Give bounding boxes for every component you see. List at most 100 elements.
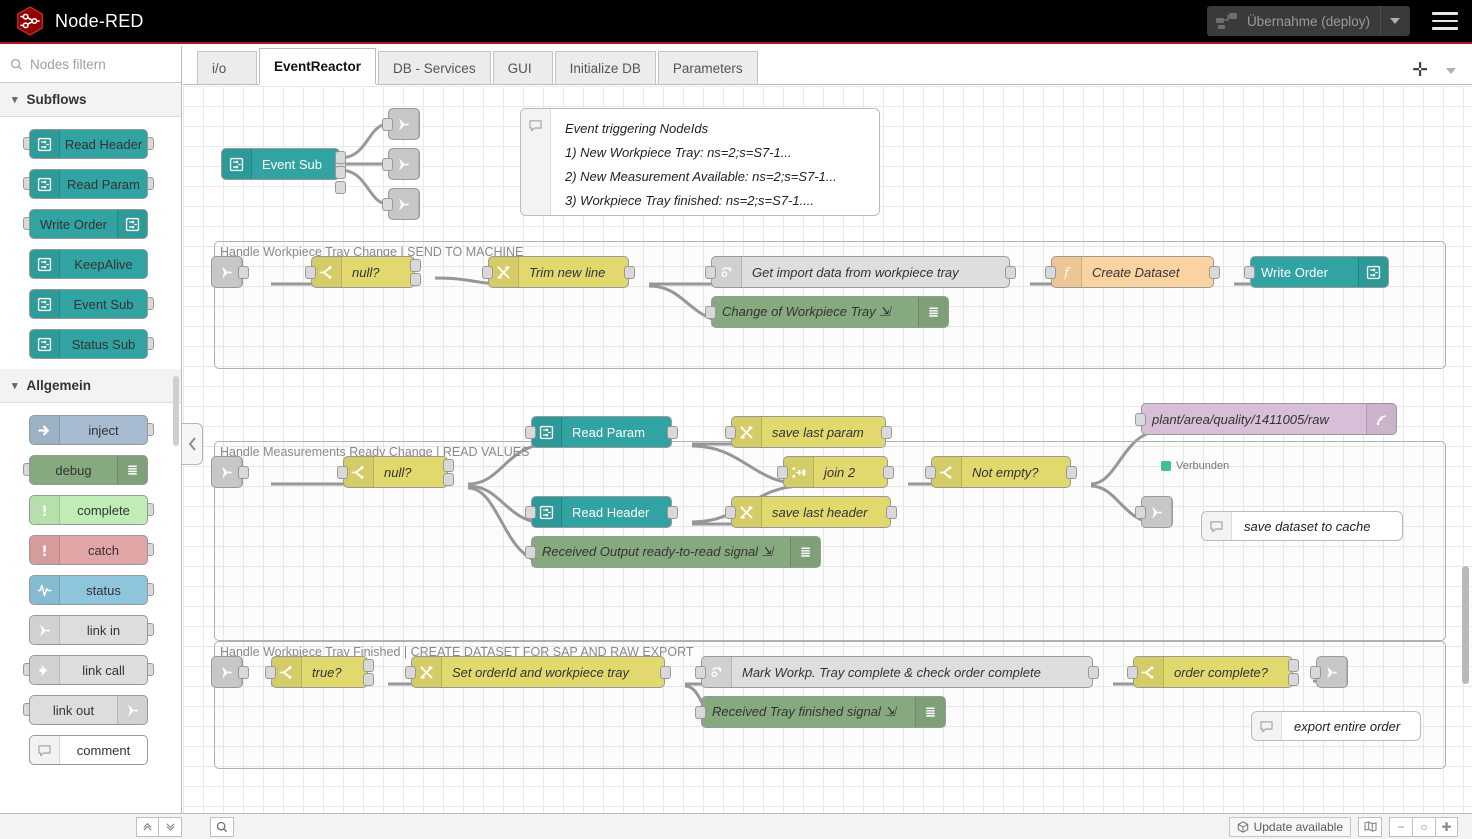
node-output-port[interactable] [238,666,249,679]
node-output-port[interactable] [667,506,678,519]
node-output-port[interactable] [1209,266,1220,279]
flow-node-set-orderid-and-workpiece-tray[interactable]: Set orderId and workpiece tray [411,656,665,688]
palette-node-link-in[interactable]: link in [0,611,181,651]
node-output-port[interactable] [667,426,678,439]
flow-node-save-last-header[interactable]: save last header [731,496,891,528]
flow-node-not-empty[interactable]: Not empty? [931,456,1071,488]
comment-node-save-dataset-to-cache[interactable]: save dataset to cache [1201,511,1403,541]
node-input-port[interactable] [525,506,536,519]
flow-group[interactable] [214,241,1446,369]
node-input-port[interactable] [265,666,276,679]
flow-node-link-in[interactable] [211,656,243,688]
palette-node-body[interactable]: link out [29,695,148,725]
node-output-port[interactable] [660,666,671,679]
node-output-port[interactable] [335,151,346,164]
node-input-port[interactable] [405,666,416,679]
deploy-menu-button[interactable] [1380,6,1408,36]
expand-all-button[interactable] [159,816,182,837]
flow-node-save-last-param[interactable]: save last param [731,416,886,448]
node-input-port[interactable] [705,266,716,279]
palette-node-catch[interactable]: catch [0,531,181,571]
canvas-search-button[interactable] [210,816,234,837]
tab-db-services[interactable]: DB - Services [378,51,491,84]
tab-parameters[interactable]: Parameters [657,51,758,84]
zoom-reset-button[interactable]: ○ [1412,816,1435,837]
palette-search-box[interactable]: Nodes filtern [0,46,181,83]
palette-node-link-call[interactable]: link call [0,651,181,691]
node-input-port[interactable] [725,426,736,439]
add-flow-button[interactable]: ✛ [1412,60,1428,81]
node-output-port[interactable] [1288,673,1299,686]
node-input-port[interactable] [1135,413,1146,426]
node-output-port[interactable] [335,166,346,179]
node-input-port[interactable] [525,546,536,559]
node-input-port[interactable] [382,118,393,131]
tab-gui[interactable]: GUI [492,51,553,84]
flow-node-link-out[interactable] [1316,656,1348,688]
node-input-port[interactable] [305,266,316,279]
palette-node-body[interactable]: debug [29,455,148,485]
palette-node-body[interactable]: comment [29,735,148,765]
node-input-port[interactable] [525,426,536,439]
palette-node-body[interactable]: status [29,575,148,605]
flow-node-link-out[interactable] [388,108,420,140]
node-output-port[interactable] [443,459,454,472]
node-input-port[interactable] [695,666,706,679]
palette-node-body[interactable]: Read Header [29,129,148,159]
palette-node-link-out[interactable]: link out [0,691,181,731]
palette-node-read-param[interactable]: Read Param [0,165,181,205]
tab-i-o[interactable]: i/o [197,51,257,84]
node-input-port[interactable] [695,706,706,719]
palette-category-allgemein[interactable]: ▾ Allgemein [0,369,181,403]
palette-node-inject[interactable]: inject [0,411,181,451]
palette-node-body[interactable]: link in [29,615,148,645]
palette-node-body[interactable]: Read Param [29,169,148,199]
node-output-port[interactable] [883,466,894,479]
node-output-port[interactable] [624,266,635,279]
flow-node-link-in[interactable] [211,456,243,488]
node-input-port[interactable] [725,506,736,519]
palette-node-debug[interactable]: debug [0,451,181,491]
palette-node-status-sub[interactable]: Status Sub [0,325,181,365]
flow-node-event-sub[interactable]: Event Sub [221,148,340,180]
update-available-badge[interactable]: Update available [1228,816,1351,837]
flow-node-plant-area-quality-1411005-raw[interactable]: plant/area/quality/1411005/raw [1141,403,1397,435]
node-input-port[interactable] [382,158,393,171]
node-output-port[interactable] [238,266,249,279]
palette-node-body[interactable]: link call [29,655,148,685]
node-input-port[interactable] [1310,666,1321,679]
node-input-port[interactable] [382,198,393,211]
flow-node-join-2[interactable]: join 2 [783,456,888,488]
node-output-port[interactable] [1088,666,1099,679]
node-output-port[interactable] [410,273,421,286]
comment-node-export-entire-order[interactable]: export entire order [1251,711,1421,741]
flow-node-received-output-ready-to-read-signal[interactable]: Received Output ready-to-read signal ⇲ [531,536,821,568]
flow-node-null[interactable]: null? [343,456,448,488]
flow-node-trim-new-line[interactable]: Trim new line [488,256,629,288]
main-menu-button[interactable] [1432,7,1458,35]
palette-node-body[interactable]: KeepAlive [29,249,148,279]
node-input-port[interactable] [1135,506,1146,519]
node-output-port[interactable] [886,506,897,519]
flow-node-link-in[interactable] [211,256,243,288]
node-input-port[interactable] [337,466,348,479]
node-output-port[interactable] [363,659,374,672]
flow-node-link-out[interactable] [1141,496,1173,528]
node-input-port[interactable] [482,266,493,279]
node-input-port[interactable] [1045,266,1056,279]
sidebar-collapse-handle[interactable] [182,423,203,465]
zoom-in-button[interactable]: ✚ [1435,816,1458,837]
flow-node-null[interactable]: null? [311,256,415,288]
flow-node-link-out[interactable] [388,148,420,180]
node-output-port[interactable] [335,181,346,194]
palette-node-complete[interactable]: complete [0,491,181,531]
node-output-port[interactable] [1066,466,1077,479]
flow-node-get-import-data-from-workpiece-tray[interactable]: Get import data from workpiece tray [711,256,1010,288]
palette-node-status[interactable]: status [0,571,181,611]
palette-node-body[interactable]: Event Sub [29,289,148,319]
node-input-port[interactable] [1127,666,1138,679]
palette-category-subflows[interactable]: ▾ Subflows [0,83,181,117]
